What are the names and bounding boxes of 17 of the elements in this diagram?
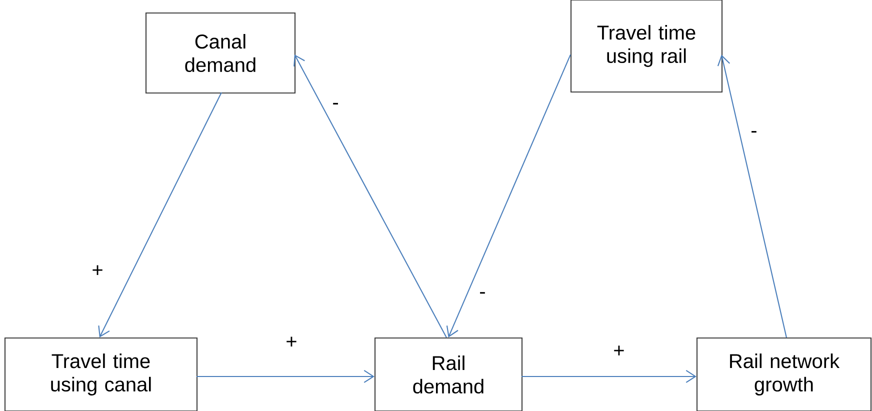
factor-box: Rail network growth xyxy=(696,337,872,411)
arrow xyxy=(196,370,374,383)
arrow xyxy=(521,370,696,383)
edge-label: - xyxy=(330,102,340,110)
factor-box: Travel time using canal xyxy=(4,337,198,411)
arrow xyxy=(98,92,222,338)
edge-label: + xyxy=(612,344,626,358)
edge-label: + xyxy=(284,335,299,350)
edge-label: + xyxy=(90,264,105,278)
factor-box: Canal demand xyxy=(145,12,296,94)
arrow xyxy=(446,54,571,338)
arrow xyxy=(717,54,787,338)
arrow xyxy=(294,54,447,338)
edge-label: - xyxy=(478,290,488,300)
edge-label: - xyxy=(749,130,759,138)
factor-box: Rail demand xyxy=(374,337,523,411)
factor-box: Travel time using rail xyxy=(570,0,723,93)
